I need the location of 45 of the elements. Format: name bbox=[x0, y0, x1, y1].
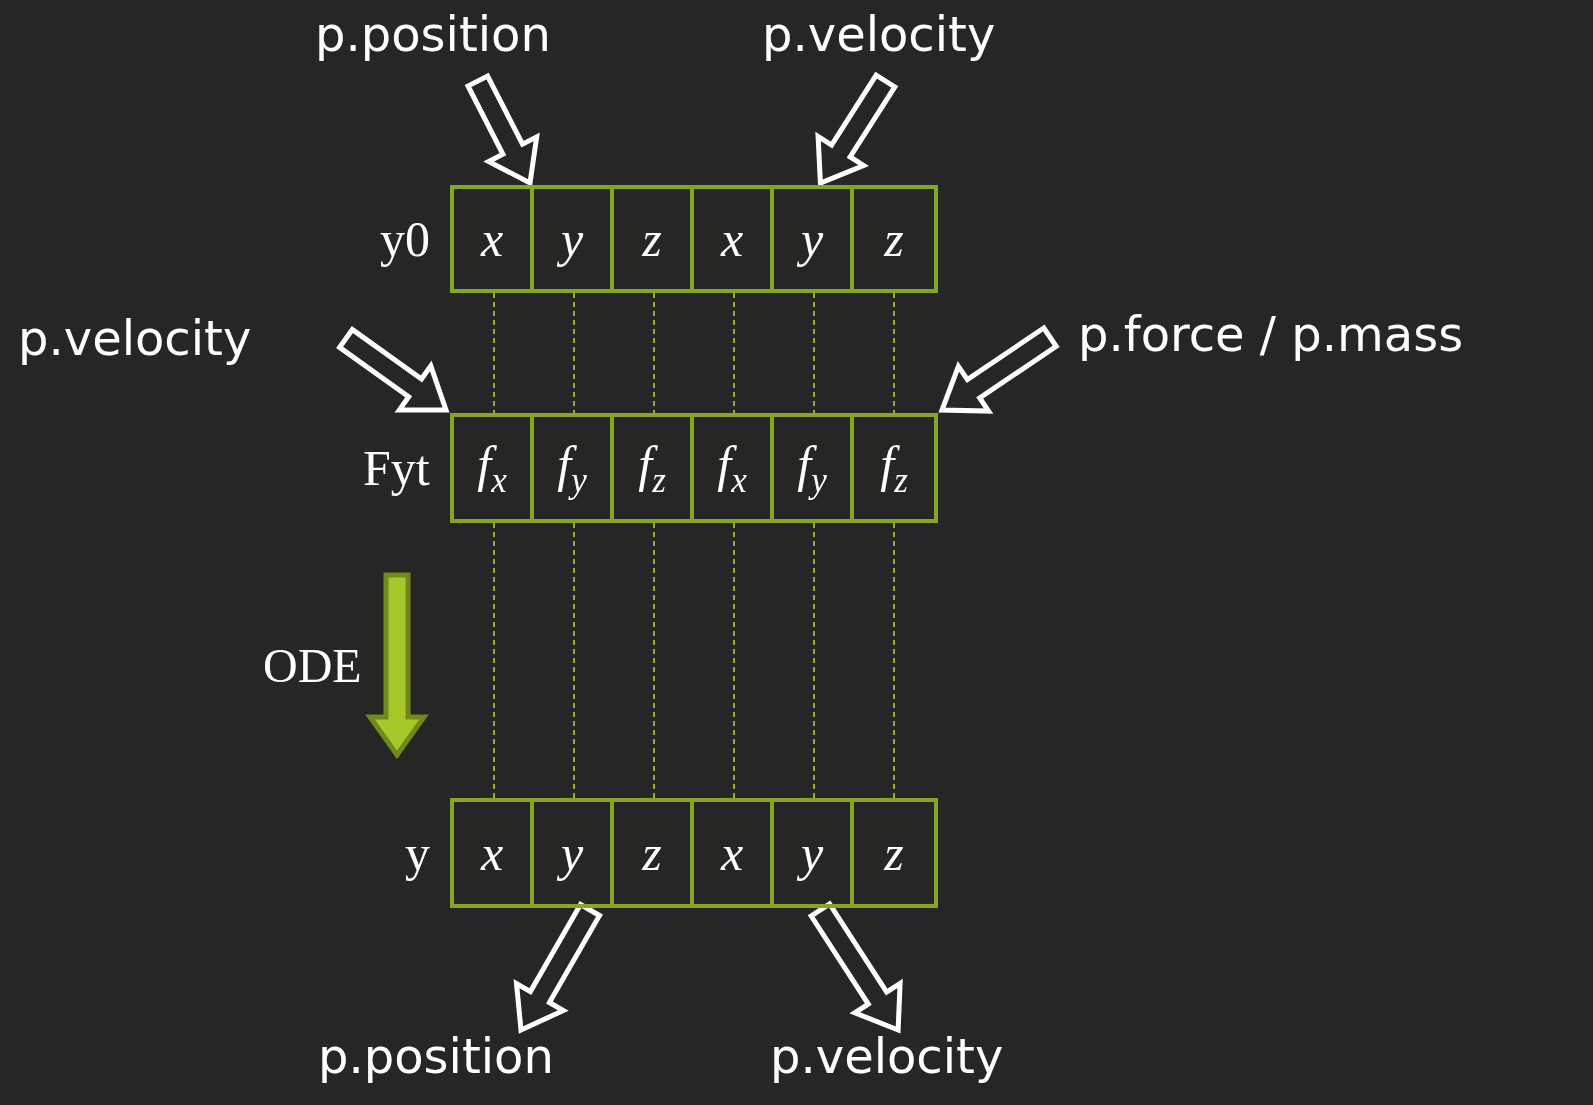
math-symbol: x bbox=[720, 824, 744, 882]
dashed-connector bbox=[573, 522, 575, 799]
row-label: y0 bbox=[380, 210, 430, 268]
dashed-connector bbox=[813, 292, 815, 414]
math-symbol: f$_{x}$ bbox=[477, 435, 507, 501]
dashed-connector bbox=[733, 522, 735, 799]
dashed-connector bbox=[493, 522, 495, 799]
variable-label: p.force / p.mass bbox=[1078, 308, 1464, 361]
dashed-connector bbox=[893, 522, 895, 799]
dashed-connector bbox=[493, 292, 495, 414]
variable-label: p.velocity bbox=[18, 312, 252, 365]
math-symbol: x bbox=[480, 210, 504, 268]
dashed-connector bbox=[653, 292, 655, 414]
array-row bbox=[450, 413, 938, 523]
block-arrow bbox=[807, 900, 903, 1034]
variable-label: p.position bbox=[315, 8, 551, 61]
block-arrow bbox=[938, 324, 1060, 414]
math-symbol: x bbox=[480, 824, 504, 882]
block-arrow bbox=[815, 71, 899, 187]
math-symbol: f$_{y}$ bbox=[557, 435, 587, 501]
variable-label: p.velocity bbox=[770, 1030, 1004, 1083]
math-symbol: x bbox=[720, 210, 744, 268]
block-arrow bbox=[464, 72, 540, 187]
row-label: y bbox=[405, 824, 430, 882]
math-symbol: z bbox=[884, 824, 904, 882]
variable-label: p.position bbox=[318, 1030, 554, 1083]
dashed-connector bbox=[813, 522, 815, 799]
block-arrow bbox=[336, 326, 450, 413]
dashed-connector bbox=[653, 522, 655, 799]
variable-label: p.velocity bbox=[762, 8, 996, 61]
row-label: Fyt bbox=[363, 439, 430, 497]
math-symbol: z bbox=[642, 824, 662, 882]
math-symbol: f$_{y}$ bbox=[797, 435, 827, 501]
dashed-connector bbox=[893, 292, 895, 414]
array-row bbox=[450, 798, 938, 908]
block-arrow bbox=[513, 901, 603, 1034]
math-symbol: z bbox=[884, 210, 904, 268]
math-symbol: f$_{x}$ bbox=[717, 435, 747, 501]
math-symbol: z bbox=[642, 210, 662, 268]
math-symbol: f$_{z}$ bbox=[880, 435, 908, 501]
block-arrow bbox=[365, 572, 429, 760]
dashed-connector bbox=[573, 292, 575, 414]
math-symbol: f$_{z}$ bbox=[638, 435, 666, 501]
array-row bbox=[450, 185, 938, 293]
dashed-connector bbox=[733, 292, 735, 414]
